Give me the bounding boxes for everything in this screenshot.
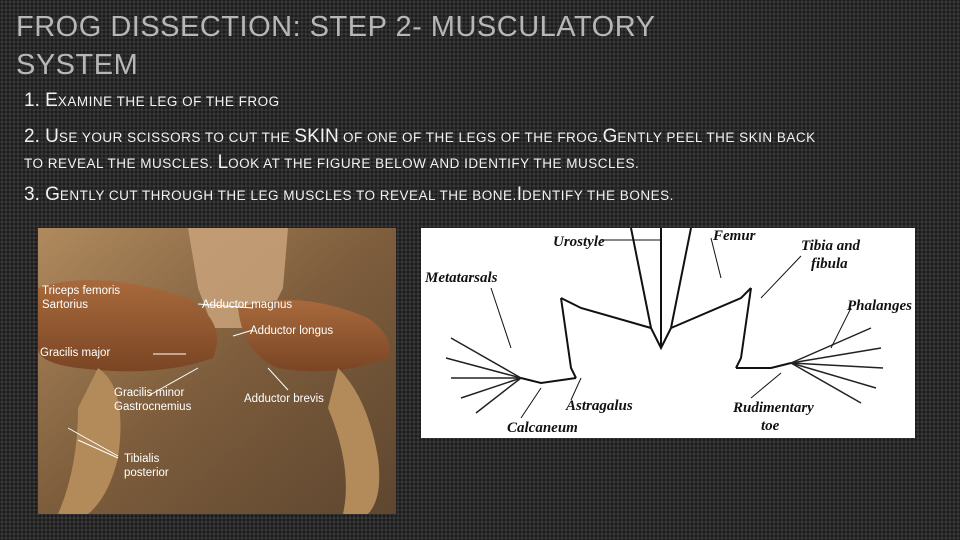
label-tibia-and: Tibia and bbox=[801, 238, 861, 254]
label-posterior: posterior bbox=[124, 467, 169, 479]
step-2-continued: TO REVEAL THE MUSCLES. LOOK AT THE FIGUR… bbox=[24, 152, 640, 173]
label-fibula: fibula bbox=[811, 256, 848, 272]
label-astragalus: Astragalus bbox=[565, 398, 633, 414]
label-metatarsals: Metatarsals bbox=[424, 270, 498, 286]
label-urostyle: Urostyle bbox=[553, 234, 605, 250]
label-adductor-magnus: Adductor magnus bbox=[202, 299, 292, 311]
label-calcaneum: Calcaneum bbox=[507, 420, 578, 436]
step-1: 1. EXAMINE THE LEG OF THE FROG bbox=[24, 90, 280, 111]
muscle-photo: Triceps femoris Sartorius Adductor magnu… bbox=[38, 228, 396, 514]
label-gracilis-minor: Gracilis minor bbox=[114, 387, 184, 399]
step-2: 2. USE YOUR SCISSORS TO CUT THE SKIN OF … bbox=[24, 126, 816, 147]
label-gracilis-major: Gracilis major bbox=[40, 347, 110, 359]
slide-title: FROG DISSECTION: STEP 2- MUSCULATORY SYS… bbox=[16, 11, 655, 81]
label-toe: toe bbox=[761, 418, 780, 434]
muscle-photo-illustration: Triceps femoris Sartorius Adductor magnu… bbox=[38, 228, 396, 514]
label-triceps-femoris: Triceps femoris bbox=[42, 285, 120, 297]
step-3: 3. GENTLY CUT THROUGH THE LEG MUSCLES TO… bbox=[24, 184, 674, 205]
skeleton-illustration: Urostyle Femur Tibia and fibula Metatars… bbox=[424, 228, 912, 436]
label-gastrocnemius: Gastrocnemius bbox=[114, 401, 192, 413]
label-rudimentary: Rudimentary bbox=[732, 400, 814, 416]
label-adductor-brevis: Adductor brevis bbox=[244, 393, 324, 405]
label-adductor-longus: Adductor longus bbox=[250, 325, 333, 337]
label-phalanges: Phalanges bbox=[847, 298, 912, 314]
label-sartorius: Sartorius bbox=[42, 299, 88, 311]
label-femur: Femur bbox=[712, 228, 756, 244]
skeleton-diagram: Urostyle Femur Tibia and fibula Metatars… bbox=[421, 228, 915, 438]
label-tibialis: Tibialis bbox=[124, 453, 160, 465]
